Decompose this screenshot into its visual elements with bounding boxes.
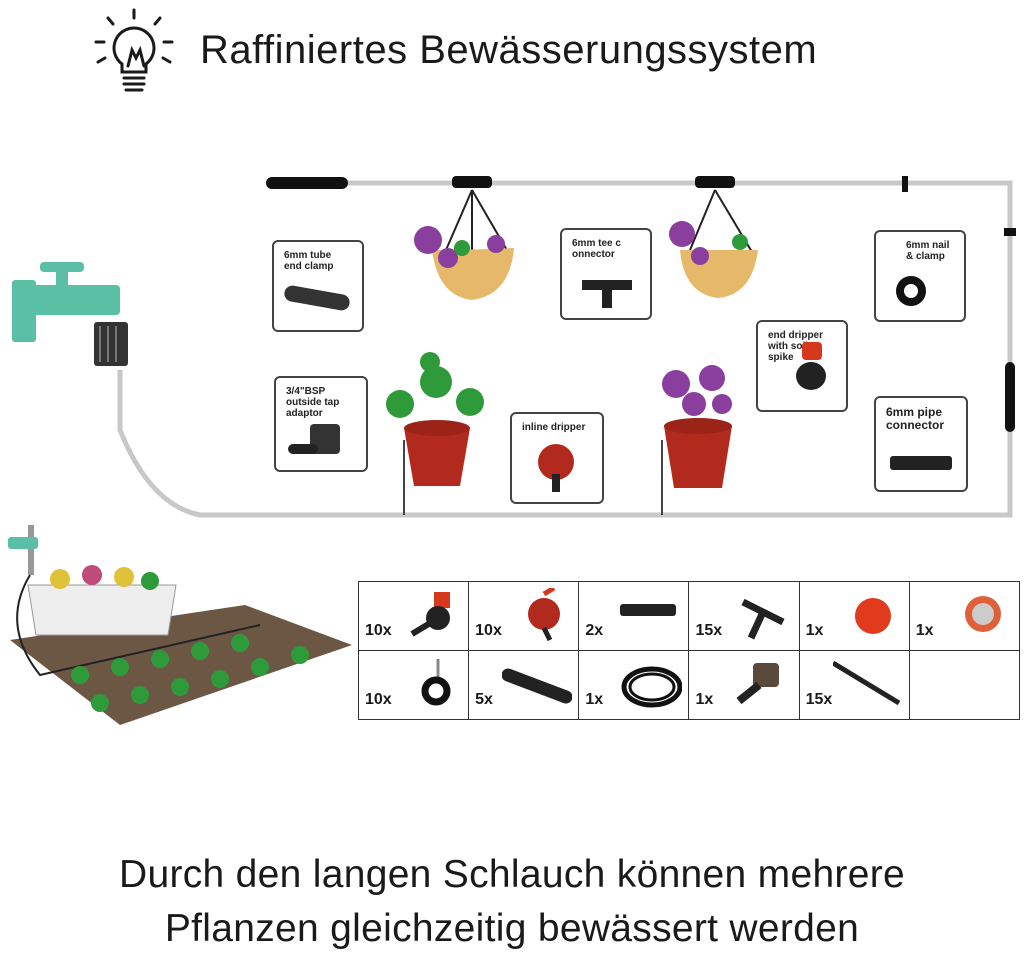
label-tee-connector: 6mm tee c onnector <box>560 228 652 320</box>
caption-line-2: Pflanzen gleichzeitig bewässert werden <box>164 907 860 950</box>
label-inline-dripper: inline dripper <box>510 412 604 504</box>
parts-cell-pipe-connector: 2x <box>578 581 690 651</box>
potted-plant-purple <box>661 365 732 515</box>
garden-bed-illustration <box>8 525 352 725</box>
pipe-connector-icon <box>620 604 677 616</box>
caption-line-1: Durch den langen Schlauch können mehrere <box>118 853 905 896</box>
tube-coil-icon <box>621 666 683 708</box>
parts-cell-tube-coil: 1x <box>578 650 690 720</box>
label-pipe-connector: 6mm pipe connector <box>874 396 968 492</box>
tube-end-plug <box>266 177 348 189</box>
label-tube-end-clamp: 6mm tube end clamp <box>272 240 364 332</box>
parts-cell-tap-adaptor: 1x <box>688 650 800 720</box>
label-end-dripper: end dripper with soil spike <box>756 320 848 412</box>
stake-icon <box>832 660 901 706</box>
parts-cell-nail-clamp: 10x <box>357 650 470 720</box>
page-title: Raffiniertes Bewässerungssystem <box>200 28 818 72</box>
label-tap-adaptor: 3/4"BSP outside tap adaptor <box>274 376 368 472</box>
parts-cell-tee-connector: 15x <box>688 581 800 651</box>
label-nail-clamp: 6mm nail & clamp <box>874 230 966 322</box>
tee-connector-icon <box>741 598 785 640</box>
parts-cell-filter-washer: 1x <box>908 581 1021 651</box>
parts-cell-end-dripper: 10x <box>357 581 470 651</box>
end-dripper-icon <box>410 592 451 637</box>
irrigation-diagram <box>12 176 1016 518</box>
tube-end-clamp-icon <box>502 668 573 704</box>
parts-cell-stake: 15x <box>798 650 910 720</box>
table-row: 10x 10x 2x 15x 1x 1x <box>357 581 1021 651</box>
table-row: 10x 5x 1x 1x 15x <box>357 650 1021 720</box>
nail-clamp-icon <box>421 659 451 706</box>
parts-cell-tube-end-clamp: 5x <box>468 650 580 720</box>
inline-dripper-icon <box>528 588 561 642</box>
parts-cell-inline-dripper: 10x <box>468 581 580 651</box>
parts-cell-red-cap: 1x <box>798 581 910 651</box>
irrigation-pipe <box>117 180 1013 518</box>
potted-plant-green <box>386 352 484 515</box>
hanging-basket-right <box>669 189 758 298</box>
water-tap-icon <box>12 262 128 366</box>
caption: Durch den langen Schlauch können mehrere… <box>0 848 1024 956</box>
hanging-basket-left <box>414 189 514 300</box>
tap-adaptor-icon <box>736 663 779 705</box>
red-cap-icon <box>854 598 891 634</box>
filter-washer-icon <box>965 596 1001 632</box>
parts-table: 10x 10x 2x 15x 1x 1x <box>357 581 1021 720</box>
parts-cell-empty <box>908 650 1021 720</box>
lightbulb-icon <box>94 8 174 92</box>
